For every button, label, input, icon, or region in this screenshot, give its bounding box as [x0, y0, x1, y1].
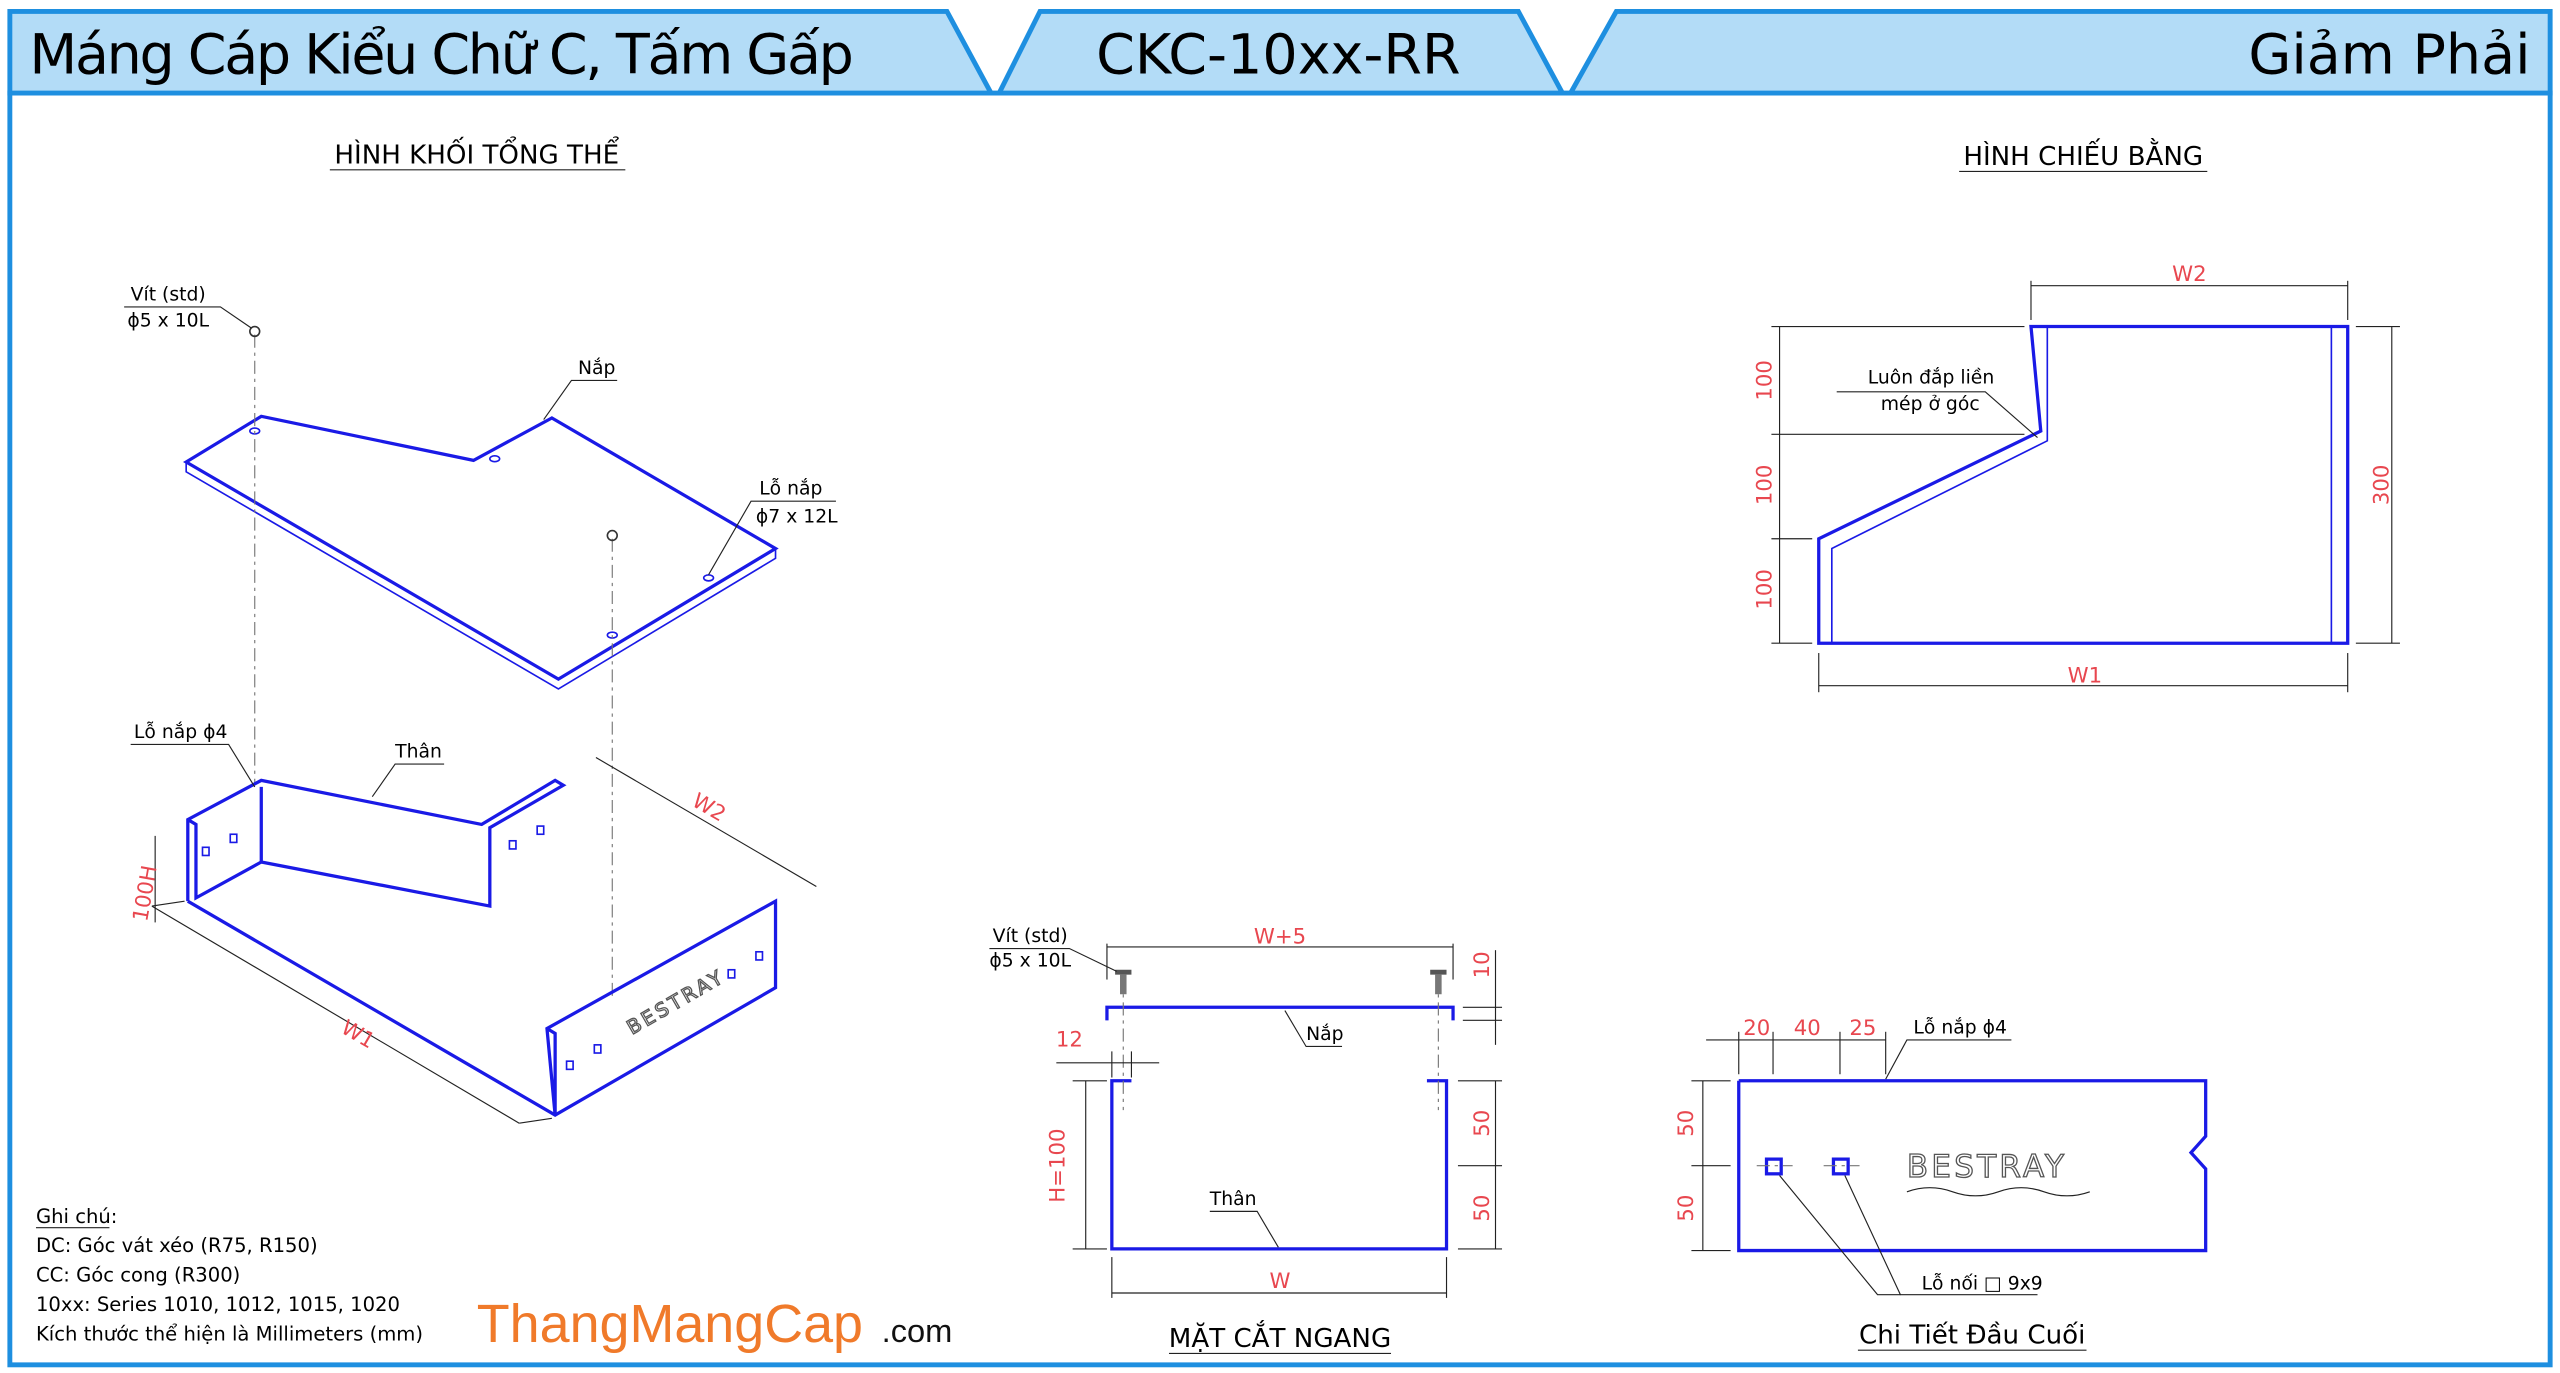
note-line: DC: Góc vát xéo (R75, R150) — [36, 1234, 318, 1257]
lid-hole-label: Lỗ nắp — [759, 477, 822, 500]
screw-label: Vít (std) — [131, 284, 206, 305]
section-dim-50-bottom: 50 — [1470, 1195, 1495, 1222]
note-line: Kích thước thể hiện là Millimeters (mm) — [36, 1322, 423, 1345]
join-hole — [1831, 1157, 1850, 1176]
section-dim-h: H=100 — [1045, 1129, 1070, 1203]
end-dim-20: 20 — [1743, 1016, 1770, 1041]
screw-icon — [1430, 969, 1447, 995]
brand-name: ThangMangCap — [477, 1294, 863, 1354]
end-detail-title: Chi Tiết Đầu Cuối — [1859, 1321, 2085, 1351]
section-dim-10: 10 — [1470, 951, 1495, 978]
end-hole-label: Lỗ nắp ϕ4 — [1913, 1015, 2007, 1038]
plan-dim-100-bottom: 100 — [1752, 569, 1777, 610]
plan-dim-100-top: 100 — [1752, 360, 1777, 401]
plan-view: HÌNH CHIẾU BẰNG W2 W1 300 100 100 100 Lu… — [1752, 137, 2400, 693]
lid-shape — [182, 414, 779, 682]
plan-note-line1: Luôn đắp liền — [1868, 366, 1995, 389]
plan-dim-100-mid: 100 — [1752, 465, 1777, 506]
end-dim-40: 40 — [1794, 1016, 1821, 1041]
end-join-label: Lỗ nối □ 9x9 — [1922, 1273, 2043, 1295]
brand-suffix: .com — [882, 1312, 953, 1349]
screw-size: ϕ5 x 10L — [127, 311, 209, 332]
title-tab-right — [1566, 8, 2553, 96]
screw-icon — [1115, 969, 1132, 995]
notes-block: Ghi chú: DC: Góc vát xéo (R75, R150) CC:… — [36, 1205, 423, 1346]
end-dim-25: 25 — [1849, 1016, 1876, 1041]
end-dim-50-top: 50 — [1674, 1110, 1699, 1137]
plan-note-line2: mép ở góc — [1881, 394, 1980, 415]
title-tab-left — [7, 8, 996, 96]
brand-logo: ThangMangCap .com — [477, 1294, 953, 1354]
section-screw-size: ϕ5 x 10L — [989, 950, 1071, 971]
note-line: 10xx: Series 1010, 1012, 1015, 1020 — [36, 1293, 400, 1316]
section-title: MẶT CẮT NGANG — [1169, 1319, 1391, 1354]
plan-dim-w2: W2 — [2172, 262, 2206, 287]
product-title: Máng Cáp Kiểu Chữ C, Tấm Gấp — [29, 22, 853, 87]
cross-section-view: W+5 W H=100 50 50 10 12 Vít (std) ϕ5 x 1… — [989, 925, 1503, 1354]
note-line: CC: Góc cong (R300) — [36, 1264, 240, 1287]
product-variant: Giảm Phải — [2248, 22, 2530, 87]
screw-icon — [249, 325, 261, 338]
section-dim-50-top: 50 — [1470, 1110, 1495, 1137]
lid-label: Nắp — [578, 356, 615, 379]
join-hole — [1764, 1157, 1783, 1176]
end-detail-view: BESTRAY 20 40 25 50 50 Lỗ nắp ϕ4 Lỗ nối … — [1674, 1015, 2208, 1351]
sheet-frame — [7, 90, 2553, 1368]
body-hole-label: Lỗ nắp ϕ4 — [134, 720, 228, 743]
section-screw-label: Vít (std) — [993, 926, 1068, 947]
product-code: CKC-10xx-RR — [1096, 22, 1460, 87]
lid-hole-size: ϕ7 x 12L — [756, 506, 838, 527]
section-dim-12: 12 — [1056, 1027, 1083, 1052]
screw-icon — [606, 529, 618, 542]
section-dim-w5: W+5 — [1254, 925, 1306, 950]
section-lid-label: Nắp — [1306, 1022, 1343, 1045]
plan-dim-300: 300 — [2370, 465, 2395, 506]
body-label: Thân — [394, 742, 442, 763]
plan-title: HÌNH CHIẾU BẰNG — [1963, 137, 2203, 172]
title-bar: Máng Cáp Kiểu Chữ C, Tấm Gấp CKC-10xx-RR… — [7, 8, 2553, 96]
notes-heading: Ghi chú: — [36, 1205, 117, 1228]
isometric-title: HÌNH KHỐI TỔNG THỂ — [334, 135, 619, 170]
end-logo: BESTRAY — [1907, 1149, 2067, 1185]
title-tab-middle — [995, 8, 1567, 96]
plan-dim-w1: W1 — [2068, 663, 2102, 688]
section-dim-w: W — [1270, 1269, 1291, 1294]
end-dim-50-bottom: 50 — [1674, 1195, 1699, 1222]
section-body-label: Thân — [1209, 1189, 1257, 1210]
